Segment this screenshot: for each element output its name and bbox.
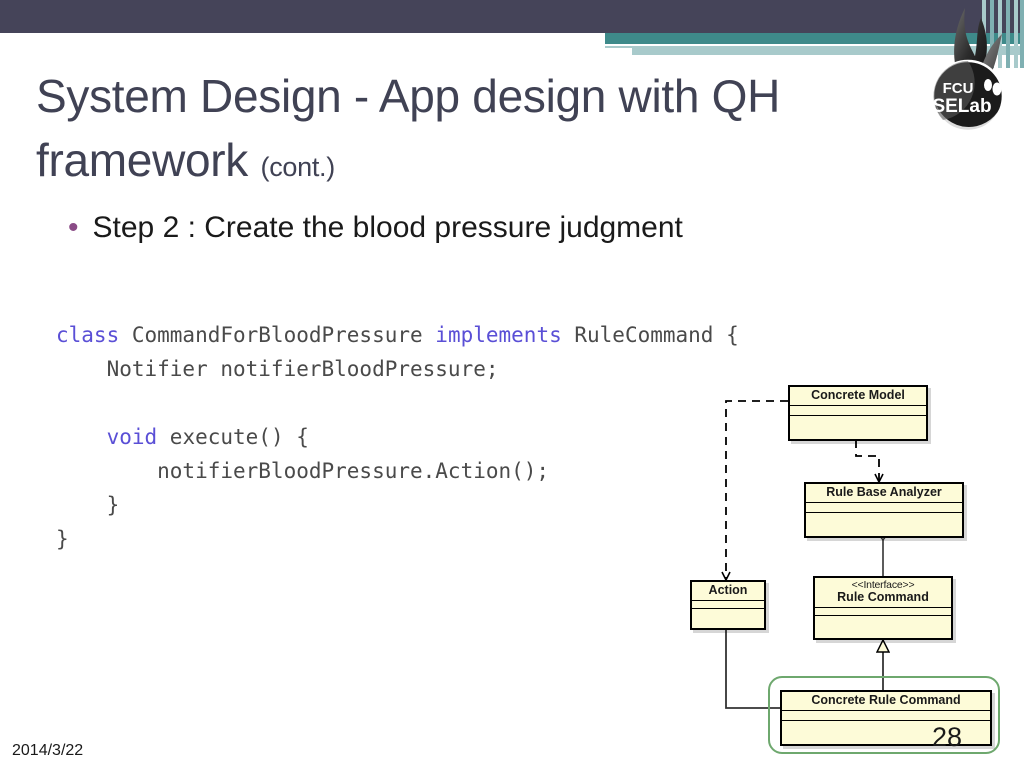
- title-block: System Design - App design with QH frame…: [36, 64, 896, 199]
- uml-compartment-attributes: [692, 600, 764, 608]
- uml-class-name-action: Action: [708, 583, 748, 597]
- uml-compartment-operations: [790, 415, 926, 427]
- logo-drop-2: [992, 82, 1002, 96]
- uml-compartment-operations: [782, 720, 990, 732]
- code-text: }: [56, 527, 69, 551]
- code-line: Notifier notifierBloodPressure;: [56, 352, 739, 386]
- bullet-list-item: • Step 2 : Create the blood pressure jud…: [68, 208, 683, 248]
- bullet-marker-icon: •: [68, 211, 79, 244]
- header-navy-band: [0, 0, 1024, 33]
- uml-compartment-operations: [692, 608, 764, 618]
- uml-class-name-concrete-rule-command: Concrete Rule Command: [811, 693, 961, 707]
- header-light-teal-band-right: [632, 46, 1024, 55]
- uml-class-rule-command[interactable]: <<Interface>> Rule Command: [813, 576, 953, 640]
- uml-class-concrete-rule-command[interactable]: Concrete Rule Command: [780, 690, 992, 746]
- uml-compartment-attributes: [806, 502, 962, 512]
- header-white-mask: [0, 33, 605, 48]
- uml-class-name-concrete-model: Concrete Model: [811, 388, 905, 402]
- code-keyword: void: [106, 425, 170, 449]
- uml-class-action[interactable]: Action: [690, 580, 766, 630]
- header-banner: [0, 0, 1024, 55]
- logo-flame-left: [954, 8, 987, 76]
- code-text: execute() {: [169, 425, 309, 449]
- page-title-continuation: (cont.): [260, 152, 336, 182]
- code-line: }: [56, 488, 739, 522]
- uml-compartment-operations: [815, 615, 951, 625]
- page-title: System Design - App design with QH frame…: [36, 64, 896, 199]
- uml-compartment-attributes: [815, 607, 951, 615]
- uml-stereotype-rule-command: <<Interface>>: [851, 579, 915, 591]
- uml-compartment-attributes: [790, 405, 926, 415]
- header-stripe-2: [990, 0, 994, 68]
- code-text: CommandForBloodPressure: [131, 323, 436, 347]
- page-title-main: System Design - App design with QH frame…: [36, 70, 793, 186]
- code-keyword: class: [56, 323, 132, 347]
- code-keyword: implements: [435, 323, 575, 347]
- relation-concrete-rule-command-to-action: [721, 608, 788, 709]
- uml-class-name-rule-base-analyzer: Rule Base Analyzer: [826, 485, 942, 499]
- logo-badge-swoosh: [936, 104, 1000, 132]
- code-line: notifierBloodPressure.Action();: [56, 454, 739, 488]
- header-stripe-5: [1014, 0, 1018, 68]
- footer-date: 2014/3/22: [12, 742, 84, 759]
- uml-compartment-attributes: [782, 710, 990, 720]
- logo-badge-shade: [933, 61, 975, 120]
- uml-class-diagram: Concrete Model Rule Base Analyzer Action…: [680, 378, 1024, 758]
- code-text: [56, 425, 107, 449]
- uml-class-rule-base-analyzer[interactable]: Rule Base Analyzer: [804, 482, 964, 538]
- header-stripe-6: [1020, 0, 1024, 68]
- bullet-item-label: Step 2 : Create the blood pressure judgm…: [92, 211, 683, 244]
- uml-compartment-operations: [806, 512, 962, 524]
- code-snippet: class CommandForBloodPressure implements…: [56, 318, 739, 556]
- page-number: 28: [932, 722, 963, 752]
- relation-concrete-model-to-action: [721, 400, 788, 582]
- fcu-selab-logo: FCU SELab: [918, 0, 1018, 140]
- code-line: class CommandForBloodPressure implements…: [56, 318, 739, 352]
- uml-class-name-rule-command: Rule Command: [837, 590, 929, 605]
- logo-text-fcu: FCU: [943, 80, 974, 97]
- relation-concrete-model-to-rule-base-analyzer: [855, 440, 884, 484]
- logo-drop-1: [984, 79, 992, 91]
- code-text: }: [56, 493, 120, 517]
- header-stripe-4: [1006, 0, 1010, 68]
- highlight-concrete-rule-command: [768, 676, 1000, 754]
- code-text: Notifier notifierBloodPressure;: [56, 357, 499, 381]
- code-line: }: [56, 522, 739, 556]
- code-text: RuleCommand {: [574, 323, 739, 347]
- header-white-gap: [605, 44, 1024, 46]
- header-teal-band-right: [605, 33, 1024, 44]
- header-stripe-3: [998, 0, 1002, 68]
- code-line: [56, 386, 739, 420]
- uml-class-concrete-model[interactable]: Concrete Model: [788, 385, 928, 441]
- logo-text-selab: SELab: [932, 96, 991, 117]
- code-text: notifierBloodPressure.Action();: [56, 459, 550, 483]
- code-line: void execute() {: [56, 420, 739, 454]
